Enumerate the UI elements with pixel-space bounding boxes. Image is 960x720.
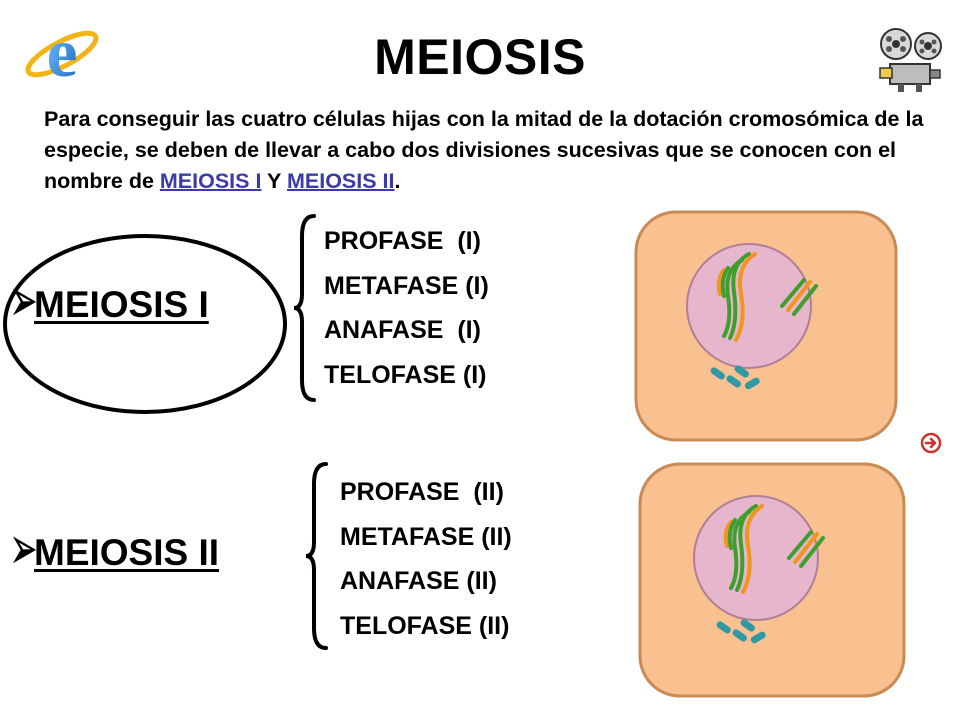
arrow-bullet-icon: ⮚ (14, 532, 36, 565)
slide-title: MEIOSIS (374, 29, 586, 85)
internet-explorer-icon[interactable]: e (22, 15, 100, 92)
link-meiosis-2[interactable]: MEIOSIS II (286, 169, 395, 193)
phase-item: TELOFASE (II) (340, 611, 510, 640)
intro-end: . (394, 169, 401, 193)
intro-text: Para conseguir las cuatro células hijas … (44, 107, 924, 193)
meiosis-2-phase-list: PROFASE (II) METAFASE (II) ANAFASE (II) … (340, 470, 512, 648)
link-meiosis-1[interactable]: MEIOSIS I (159, 169, 262, 193)
intro-connector: Y (261, 169, 287, 193)
next-arrow-icon[interactable] (920, 432, 942, 454)
meiosis-1-brace (290, 212, 320, 404)
phase-item: ANAFASE (II) (340, 567, 497, 595)
phase-item: PROFASE (II) (340, 478, 504, 506)
meiosis-1-label[interactable]: MEIOSIS I (34, 284, 209, 325)
phase-item: METAFASE (I) (324, 271, 489, 300)
meiosis-1-item: ⮚ (14, 284, 35, 318)
meiosis-1-highlight-ellipse (0, 228, 290, 418)
intro-paragraph: Para conseguir las cuatro células hijas … (44, 104, 944, 197)
cell-illustration-meiosis-2 (638, 462, 908, 698)
meiosis-1-phase-list: PROFASE (I) METAFASE (I) ANAFASE (I) TEL… (324, 219, 489, 397)
phase-item: ANAFASE (I) (324, 316, 481, 344)
meiosis-2-label[interactable]: MEIOSIS II (34, 532, 220, 573)
phase-item: METAFASE (II) (340, 522, 512, 551)
arrow-bullet-icon: ⮚ (14, 284, 36, 317)
phase-item: TELOFASE (I) (324, 360, 487, 389)
film-projector-icon[interactable] (876, 26, 948, 94)
phase-item: PROFASE (I) (324, 227, 481, 255)
svg-text:e: e (46, 16, 77, 90)
meiosis-2-item: ⮚ (14, 532, 35, 566)
cell-illustration-meiosis-1 (634, 210, 898, 442)
meiosis-2-brace (302, 460, 332, 652)
